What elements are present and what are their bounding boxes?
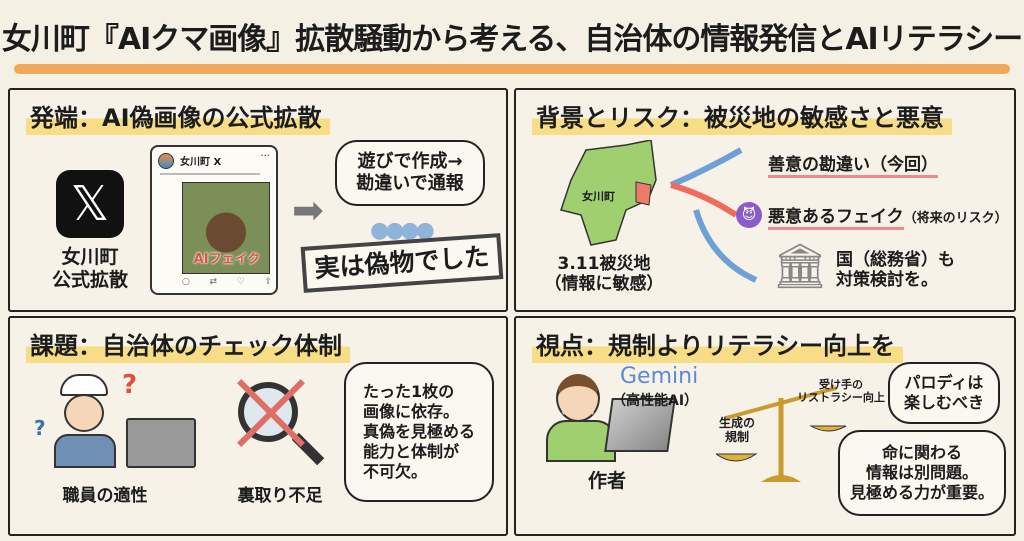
- item-malicious: 悪意あるフェイク（将来のリスク）: [768, 202, 1008, 230]
- devil-icon: 😈: [736, 202, 762, 228]
- panel-issues: 課題：自治体のチェック体制 ? ? 職員の適性 裏取り不足 たった1枚の 画像に…: [8, 316, 508, 536]
- map-caption: 3.11被災地 （情報に敏感）: [544, 254, 664, 295]
- item-malicious-main: 悪意あるフェイク: [768, 207, 904, 230]
- arrow-icon: ➡: [292, 188, 324, 232]
- worker-icon: [50, 368, 120, 468]
- gemini-note: （高性能AI）: [612, 393, 699, 409]
- panel-heading: 背景とリスク：被災地の敏感さと悪意: [532, 98, 952, 135]
- panel-background-risk: 背景とリスク：被災地の敏感さと悪意 女川町 3.11被災地 （情報に敏感） 善意…: [514, 88, 1016, 312]
- gemini-logo: Gemini: [620, 364, 699, 389]
- speech-bubble: たった1枚の 画像に依存。 真偽を見極める 能力と体制が 不可欠。: [344, 362, 494, 502]
- fake-stamp: 実は偽物でした: [300, 233, 504, 293]
- author-label: 作者: [588, 470, 627, 492]
- post-actions: ○ ⇄ ♡ ⇪: [182, 277, 272, 287]
- x-logo-icon: 𝕏: [56, 170, 124, 238]
- question-icon: ?: [122, 370, 138, 400]
- panel-heading: 課題：自治体のチェック体制: [26, 326, 350, 363]
- panel-heading: 視点：規制よりリテラシー向上を: [532, 326, 904, 363]
- share-icon[interactable]: ⇪: [264, 277, 272, 287]
- worker-label: 職員の適性: [62, 486, 148, 506]
- speech-bubble: 遊びで作成→ 勘違いで通報: [335, 140, 485, 206]
- bear-image: AIフェイク: [182, 182, 270, 274]
- panel-heading: 発端：AI偽画像の公式拡散: [26, 98, 330, 135]
- title-underline: [14, 64, 1010, 74]
- post-account: 女川町 X: [180, 157, 222, 168]
- magnifier-label: 裏取り不足: [237, 486, 323, 506]
- scale-left-label: 生成の 規制: [718, 416, 755, 445]
- magnifier-cross-icon: [230, 374, 330, 474]
- avatar: [158, 153, 174, 169]
- monitor-icon: [126, 418, 196, 468]
- page-title: 女川町『AIクマ画像』拡散騒動から考える、自治体の情報発信とAIリテラシー: [1, 22, 1023, 57]
- item-malicious-note: （将来のリスク）: [903, 211, 1008, 226]
- balance-scale-icon: [716, 386, 846, 482]
- miyagi-map: [560, 140, 657, 246]
- ai-fake-label: AIフェイク: [193, 252, 261, 267]
- map-label: 女川町: [582, 190, 615, 203]
- x-label: 女川町 公式拡散: [51, 246, 128, 291]
- like-icon[interactable]: ♡: [236, 277, 245, 287]
- item-good-intent: 善意の勘違い（今回）: [768, 150, 938, 178]
- question-icon: ?: [34, 416, 46, 440]
- more-icon[interactable]: ···: [260, 151, 270, 162]
- scale-right-label: 受け手の リストラシー向上: [797, 378, 885, 405]
- government-building-icon: 🏛: [772, 241, 828, 292]
- item-government: 国（総務省）も 対策検討を。: [836, 250, 955, 291]
- speech-bubble: パロディは 楽しむべき: [888, 362, 1000, 424]
- author-illustration: [546, 374, 686, 464]
- post-card: 女川町 X ··· AIフェイク ○ ⇄ ♡ ⇪: [150, 145, 278, 295]
- speech-bubble: 命に関わる 情報は別問題。 見極める力が重要。: [838, 430, 1006, 516]
- repost-icon[interactable]: ⇄: [209, 277, 218, 287]
- panel-perspective: 視点：規制よりリテラシー向上を Gemini （高性能AI） 作者 生成の 規制…: [514, 316, 1016, 536]
- reply-icon[interactable]: ○: [182, 277, 190, 287]
- branch-arrows: [669, 147, 758, 283]
- panel-origin: 発端：AI偽画像の公式拡散 𝕏 女川町 公式拡散 女川町 X ··· AIフェイ…: [8, 88, 508, 312]
